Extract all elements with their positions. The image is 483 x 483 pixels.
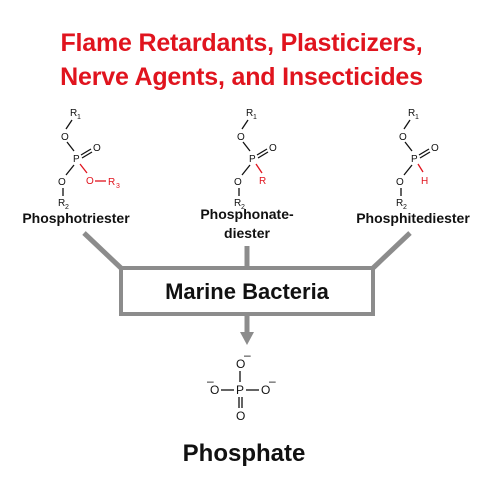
r2-atom: R <box>234 198 241 209</box>
oxygen-atom-top: O <box>61 132 69 143</box>
phosphorus-atom: P <box>249 154 256 165</box>
oxygen-bottom: O <box>236 409 245 423</box>
phosphotriester-label: Phosphotriester <box>22 210 130 226</box>
phosphorus-atom: P <box>411 154 418 165</box>
marine-bacteria-box <box>119 266 375 316</box>
down-arrow-icon <box>240 316 254 345</box>
r1-atom: R <box>246 108 253 119</box>
oxygen-atom-low: O <box>396 177 404 188</box>
r1-atom: R <box>408 108 415 119</box>
r3-subscript: 3 <box>116 183 120 190</box>
r2-subscript: 2 <box>65 204 69 211</box>
r1-subscript: 1 <box>253 114 257 121</box>
r1-atom: R <box>70 108 77 119</box>
oxygen-red: O <box>86 176 94 187</box>
oxygen-atom-low: O <box>58 177 66 188</box>
r2-atom: R <box>396 198 403 209</box>
phosphonate-label-line2: diester <box>224 225 270 241</box>
r2-subscript: 2 <box>241 204 245 211</box>
oxygen-top: O <box>236 357 245 371</box>
title-line-1: Flame Retardants, Plasticizers, <box>60 29 423 57</box>
phosphorus-center: P <box>236 383 244 397</box>
phosphorus-atom: P <box>73 154 80 165</box>
r2-atom: R <box>58 198 65 209</box>
r1-subscript: 1 <box>415 114 419 121</box>
phosphitediester-label: Phosphitediester <box>356 210 470 226</box>
oxygen-right: O <box>261 383 270 397</box>
oxygen-atom-top: O <box>237 132 245 143</box>
phosphate-structure: O – P O – O – O <box>207 348 276 423</box>
r1-subscript: 1 <box>77 114 81 121</box>
phosphate-label: Phosphate <box>183 440 306 467</box>
charge-minus-left: – <box>207 374 214 388</box>
charge-minus-right: – <box>269 374 276 388</box>
title-line-2: Nerve Agents, and Insecticides <box>60 63 423 91</box>
charge-minus-top: – <box>244 348 251 362</box>
r2-subscript: 2 <box>403 204 407 211</box>
oxygen-atom-top: O <box>399 132 407 143</box>
oxygen-double-bond: O <box>431 143 439 154</box>
oxygen-atom-low: O <box>234 177 242 188</box>
phosphonate-diester-structure: R 1 O P O O R 2 R <box>234 108 277 211</box>
r3-atom: R <box>108 177 115 188</box>
marine-bacteria-label: Marine Bacteria <box>165 279 330 304</box>
r-red-atom: R <box>259 176 266 187</box>
oxygen-double-bond: O <box>269 143 277 154</box>
phosphotriester-structure: R 1 O P O O R 2 O R 3 <box>58 108 120 211</box>
connector-right <box>370 231 412 271</box>
connector-lines <box>82 231 412 271</box>
oxygen-double-bond: O <box>93 143 101 154</box>
h-red-atom: H <box>421 176 428 187</box>
phosphitediester-structure: R 1 O P O O R 2 H <box>396 108 439 211</box>
oxygen-left: O <box>210 383 219 397</box>
connector-left <box>82 231 124 271</box>
phosphonate-label-line1: Phosphonate- <box>200 206 294 222</box>
